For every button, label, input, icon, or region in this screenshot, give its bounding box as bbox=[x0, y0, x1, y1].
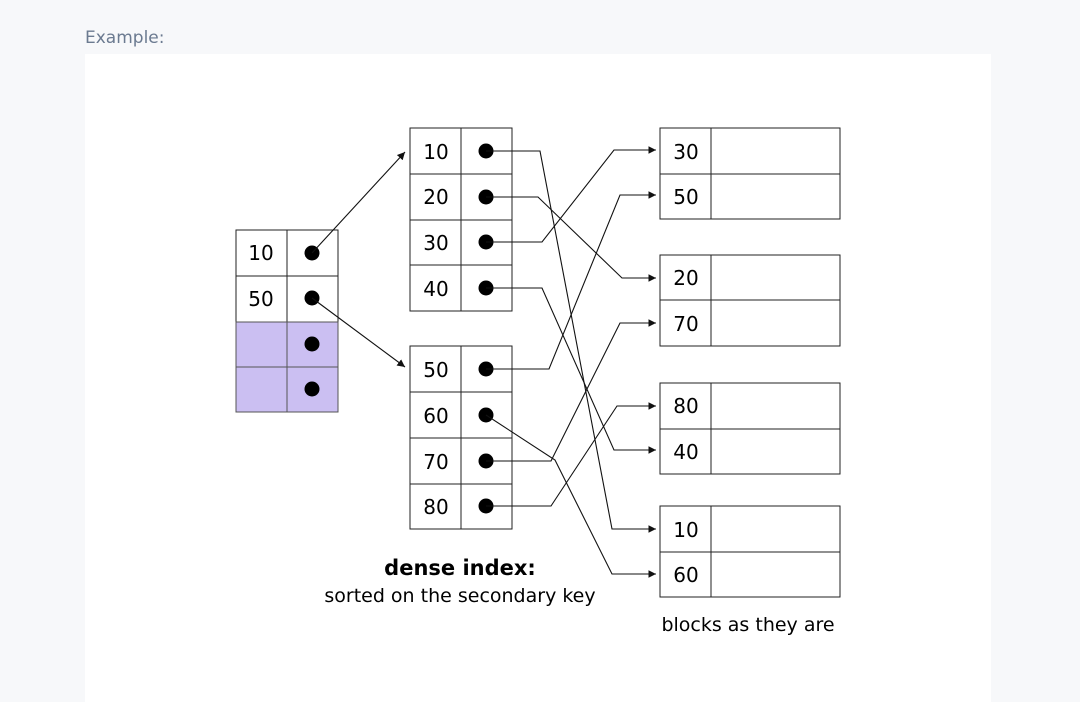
data-key-label: 70 bbox=[673, 312, 698, 336]
data-record-cell bbox=[710, 299, 841, 347]
dense-key-label: 80 bbox=[423, 495, 448, 519]
pointer-arrow bbox=[486, 146, 656, 243]
dense-key-label: 10 bbox=[423, 140, 448, 164]
dense-key-cell bbox=[409, 219, 462, 266]
dense-index-title: dense index: bbox=[384, 556, 536, 580]
example-label: Example: bbox=[85, 28, 165, 48]
pointer-arrow bbox=[485, 414, 656, 578]
data-key-label: 80 bbox=[673, 394, 698, 418]
sparse-empty-cell bbox=[235, 321, 288, 368]
data-record-cell bbox=[710, 382, 841, 430]
data-block-1: 30 50 bbox=[659, 127, 841, 220]
sparse-pointer-cell bbox=[286, 366, 339, 413]
data-key-label: 50 bbox=[673, 185, 698, 209]
dense-key-cell bbox=[409, 345, 462, 393]
dense-key-cell bbox=[409, 127, 462, 175]
dense-key-label: 40 bbox=[423, 277, 448, 301]
dense-key-cell bbox=[409, 437, 462, 485]
sparse-key-label: 50 bbox=[248, 287, 273, 311]
data-key-label: 20 bbox=[673, 266, 698, 290]
sparse-empty-cell bbox=[235, 366, 288, 413]
dense-index-block-1: 10 20 30 40 bbox=[409, 127, 513, 312]
data-record-cell bbox=[710, 254, 841, 301]
dense-index-subtitle: sorted on the secondary key bbox=[324, 585, 595, 607]
data-key-cell bbox=[659, 299, 712, 347]
pointer-arrow bbox=[311, 151, 406, 254]
data-block-4: 10 60 bbox=[659, 505, 841, 598]
dense-key-label: 20 bbox=[423, 185, 448, 209]
data-key-cell bbox=[659, 173, 712, 220]
data-key-label: 10 bbox=[673, 518, 698, 542]
pointer-arrow bbox=[486, 287, 656, 454]
data-key-cell bbox=[659, 254, 712, 301]
data-key-label: 60 bbox=[673, 563, 698, 587]
dense-to-data-arrows bbox=[485, 146, 656, 578]
dense-index-block-2: 50 60 70 80 bbox=[409, 345, 513, 530]
data-key-label: 40 bbox=[673, 440, 698, 464]
sparse-key-label: 10 bbox=[248, 241, 273, 265]
sparse-pointer-cell bbox=[286, 229, 339, 277]
dense-key-label: 50 bbox=[423, 358, 448, 382]
pointer-dot bbox=[304, 381, 320, 397]
pointer-arrow bbox=[486, 150, 656, 533]
data-key-cell bbox=[659, 551, 712, 598]
data-key-cell bbox=[659, 382, 712, 430]
pointer-arrow bbox=[486, 191, 656, 370]
sparse-to-dense-arrows bbox=[311, 151, 406, 368]
blocks-caption: blocks as they are bbox=[661, 614, 834, 636]
data-block-2: 20 70 bbox=[659, 254, 841, 347]
dense-key-cell bbox=[409, 264, 462, 312]
data-key-cell bbox=[659, 127, 712, 175]
sparse-key-cell bbox=[235, 229, 288, 277]
data-record-cell bbox=[710, 173, 841, 220]
data-record-cell bbox=[710, 551, 841, 598]
pointer-arrow bbox=[486, 319, 656, 462]
pointer-dot bbox=[304, 336, 320, 352]
pointer-arrow bbox=[486, 402, 656, 507]
data-key-cell bbox=[659, 428, 712, 475]
dense-key-label: 70 bbox=[423, 450, 448, 474]
dense-key-label: 30 bbox=[423, 231, 448, 255]
dense-key-label: 60 bbox=[423, 404, 448, 428]
data-record-cell bbox=[710, 428, 841, 475]
data-block-3: 80 40 bbox=[659, 382, 841, 475]
pointer-arrow bbox=[311, 297, 406, 368]
data-key-label: 30 bbox=[673, 140, 698, 164]
sparse-index: 10 50 bbox=[235, 229, 339, 413]
data-record-cell bbox=[710, 505, 841, 553]
pointer-arrow bbox=[486, 196, 656, 282]
data-record-cell bbox=[710, 127, 841, 175]
dense-key-cell bbox=[409, 483, 462, 530]
